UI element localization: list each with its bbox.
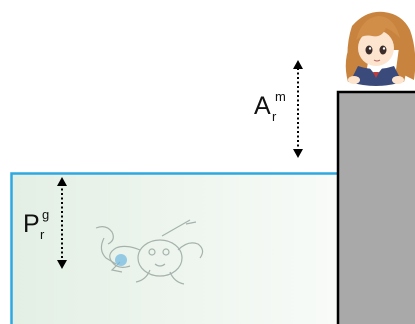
water-pool-border xyxy=(10,172,338,324)
label-pr-g-sup: g xyxy=(42,207,50,222)
label-pr-g-base: P xyxy=(23,210,40,238)
label-ar-m-base: A xyxy=(254,92,271,120)
girl-character-icon xyxy=(345,11,415,86)
label-ar-m: A m r xyxy=(254,90,286,123)
arrow-ar-m xyxy=(293,60,303,158)
label-ar-m-sup: m xyxy=(275,89,286,104)
label-ar-m-sub: r xyxy=(272,109,277,124)
arrow-pr-g xyxy=(57,177,67,269)
wall-block xyxy=(336,90,415,324)
blue-gem-icon xyxy=(115,254,127,266)
label-pr-g: P g r xyxy=(23,208,49,241)
label-pr-g-sub: r xyxy=(40,227,45,242)
water-pool xyxy=(11,173,338,324)
creature-sketch-icon xyxy=(95,219,204,285)
